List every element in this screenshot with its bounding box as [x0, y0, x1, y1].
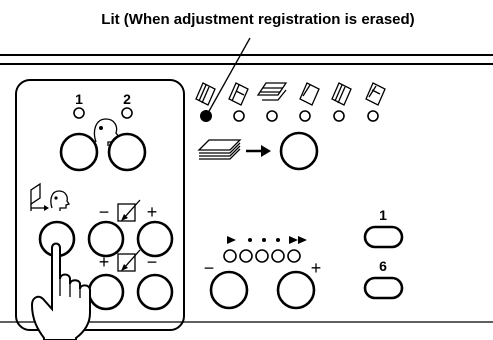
quantity-6-label: 6 [379, 258, 387, 274]
adjustment-subpanel [15, 79, 185, 331]
paper-type-icon-5 [331, 82, 352, 106]
speed-indicator-2 [239, 249, 253, 263]
adjust-lower-minus-button[interactable] [87, 273, 125, 311]
paper-type-icons [195, 82, 386, 106]
speed-plus-button[interactable] [276, 270, 316, 310]
lit-caption: Lit (When adjustment registration is era… [101, 11, 414, 28]
arrow-right-icon [246, 145, 271, 157]
memory-2-button[interactable] [107, 132, 147, 172]
paper-type-indicator-6 [367, 110, 379, 122]
quantity-1-label: 1 [379, 207, 387, 223]
memory-1-indicator [73, 107, 85, 119]
paper-type-icon-3 [256, 82, 288, 101]
paper-type-select-button[interactable] [279, 131, 319, 171]
paper-type-indicator-4 [299, 110, 311, 122]
paper-type-icon-1 [195, 82, 216, 106]
memory-2-indicator [121, 107, 133, 119]
speed-indicator-1 [223, 249, 237, 263]
adjust-upper-plus: + [147, 202, 158, 222]
paper-type-indicator-1-lit [200, 110, 212, 122]
memory-1-label: 1 [75, 91, 83, 107]
paper-stack-icon [197, 139, 242, 160]
speed-arrows-icon [227, 236, 307, 244]
adjust-upper-plus-button[interactable] [136, 220, 174, 258]
adjust-upper-icon [117, 199, 141, 222]
quantity-1-button[interactable] [363, 225, 404, 249]
user-head-icon-small [50, 190, 71, 211]
adjust-lower-plus-button[interactable] [136, 273, 174, 311]
speed-minus-label: − [204, 258, 215, 278]
paper-type-icon-6 [365, 82, 386, 106]
speed-minus-button[interactable] [209, 270, 249, 310]
paper-type-icon-4 [299, 82, 320, 106]
speed-indicator-5 [287, 249, 301, 263]
caption-leader-line [207, 37, 251, 114]
paper-register-icon [30, 182, 49, 211]
memory-1-button[interactable] [59, 132, 99, 172]
speed-indicator-4 [271, 249, 285, 263]
quantity-6-button[interactable] [363, 276, 404, 300]
paper-type-icon-2 [228, 82, 249, 106]
paper-type-indicator-3 [266, 110, 278, 122]
adjust-lower-icon [117, 249, 141, 272]
adjust-lower-plus: + [99, 252, 110, 272]
paper-type-indicator-5 [333, 110, 345, 122]
pointing-hand-icon [30, 242, 91, 340]
adjust-upper-minus: − [99, 202, 110, 222]
adjust-lower-minus: − [147, 252, 158, 272]
speed-plus-label: + [311, 258, 322, 278]
adjust-upper-minus-button[interactable] [87, 220, 125, 258]
paper-type-indicator-2 [233, 110, 245, 122]
speed-indicator-3 [255, 249, 269, 263]
memory-2-label: 2 [123, 91, 131, 107]
